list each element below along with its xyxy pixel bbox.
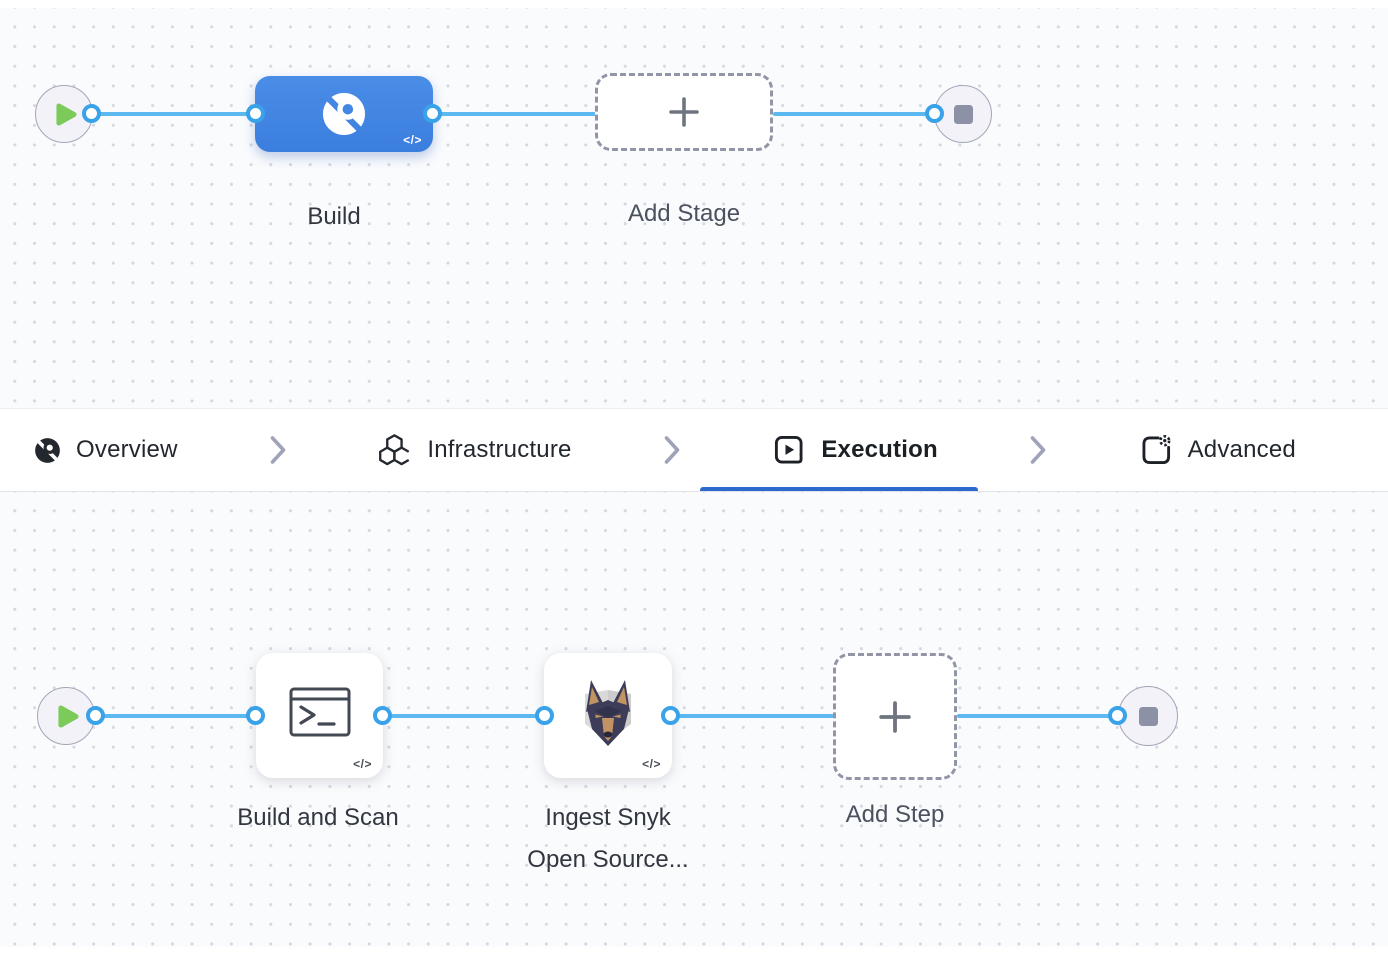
connector-dot[interactable]	[1108, 706, 1127, 725]
ci-overview-icon	[34, 437, 61, 464]
snyk-doberman-icon	[577, 676, 639, 750]
active-tab-underline	[700, 487, 978, 491]
tab-advanced[interactable]: Advanced	[1139, 433, 1296, 467]
play-icon	[55, 102, 78, 127]
connector-dot[interactable]	[925, 104, 944, 123]
chevron-right-icon	[1029, 435, 1047, 465]
step-label-line1: Ingest Snyk	[545, 804, 671, 831]
edge-line	[957, 714, 1119, 718]
edge-line	[671, 714, 834, 718]
run-step-terminal-icon	[289, 687, 351, 737]
step-card-ingest-snyk[interactable]: </>	[544, 653, 672, 778]
connector-dot[interactable]	[246, 104, 265, 123]
connector-dot[interactable]	[423, 104, 442, 123]
connector-dot[interactable]	[86, 706, 105, 725]
ci-build-icon	[321, 91, 367, 137]
step-card-build-and-scan[interactable]: </>	[256, 653, 383, 778]
play-icon	[57, 704, 80, 729]
code-badge: </>	[403, 133, 422, 147]
stage-label: Build	[307, 203, 361, 230]
add-step-button[interactable]	[833, 653, 957, 780]
step-label: Ingest Snyk Open Source...	[458, 797, 758, 881]
execution-play-icon	[772, 433, 807, 467]
add-stage-label: Add Stage	[627, 200, 741, 227]
add-step-label: Add Step	[845, 801, 945, 828]
execution-end-node	[1118, 686, 1178, 746]
connector-dot[interactable]	[535, 706, 554, 725]
tab-label: Overview	[76, 436, 178, 463]
tab-label: Infrastructure	[427, 436, 572, 463]
edge-line	[96, 714, 257, 718]
edge-line	[773, 112, 936, 116]
tab-label: Execution	[821, 436, 938, 463]
tab-execution[interactable]: Execution	[772, 433, 938, 467]
advanced-gear-icon	[1139, 433, 1173, 467]
connector-dot[interactable]	[82, 104, 101, 123]
step-label-line2: Open Source...	[527, 846, 689, 873]
add-stage-button[interactable]	[595, 73, 773, 151]
stop-icon	[953, 104, 973, 124]
tab-overview[interactable]: Overview	[34, 436, 178, 464]
connector-dot[interactable]	[661, 706, 680, 725]
edge-line	[92, 112, 257, 116]
connector-dot[interactable]	[373, 706, 392, 725]
stop-icon	[1138, 706, 1158, 726]
infrastructure-hexagons-icon	[378, 433, 412, 467]
plus-icon	[668, 96, 700, 128]
edge-line	[383, 714, 545, 718]
edge-line	[433, 112, 596, 116]
chevron-right-icon	[663, 435, 681, 465]
stage-tab-bar: Overview Infrastructure Execution	[0, 408, 1388, 492]
tab-infrastructure[interactable]: Infrastructure	[378, 433, 571, 467]
code-badge: </>	[642, 757, 661, 771]
tab-label: Advanced	[1187, 436, 1296, 463]
connector-dot[interactable]	[246, 706, 265, 725]
code-badge: </>	[353, 757, 372, 771]
plus-icon	[878, 700, 912, 734]
stage-card-build[interactable]: </>	[255, 76, 433, 152]
chevron-right-icon	[269, 435, 287, 465]
step-label: Build and Scan	[237, 804, 399, 831]
